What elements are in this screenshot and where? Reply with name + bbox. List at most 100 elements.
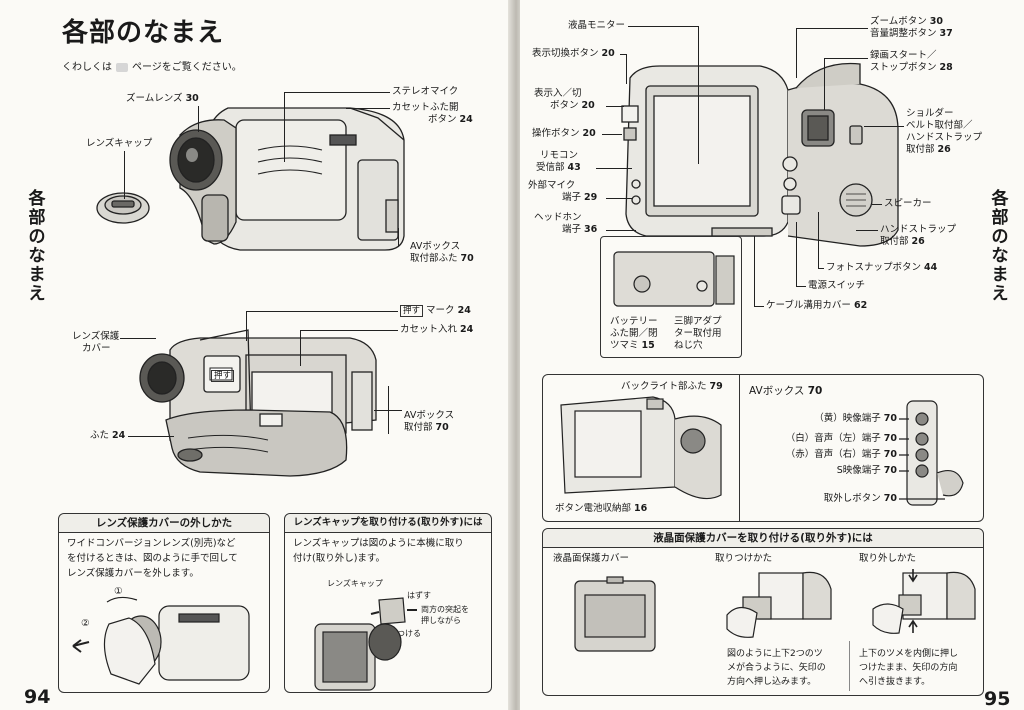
label-hand-strap-mount: ハンドストラップ [880,224,957,235]
label-video-jack: （黄）映像端子 70 [814,413,897,424]
label-remove: はずす [407,591,431,600]
label-lens-protect-cover-2: カバー [82,343,111,354]
camera-open-illustration [139,329,377,477]
label-speaker: スピーカー [884,198,932,209]
remove-instruction-line: 上下のツメを内側に押し [859,649,959,659]
remove-instruction-line: つけたまま、矢印の方向 [859,663,958,673]
inset-battery-frame [600,236,742,358]
panel-title: レンズ保護カバーの外しかた [59,514,269,533]
label-zoom-lens: ズームレンズ 30 [126,93,199,104]
label-shoulder-belt-mount-2: ベルト取付部／ [906,120,973,131]
av-box-illustration [899,400,964,506]
label-operation-button: 操作ボタン 20 [532,128,596,139]
label-av-box-mount: AVボックス [404,410,455,421]
label-lens-protect-cover: レンズ保護 [72,331,120,342]
label-headphone-jack-2: 端子 36 [562,224,598,235]
lcd-cover-illustrations [574,569,976,652]
label-shoulder-belt-mount-4: 取付部 26 [906,144,951,155]
panel-text-line: レンズ保護カバーを外します。 [67,568,199,579]
label-zoom-button: ズームボタン 30 [870,16,943,27]
label-battery-knob-2: ふた開／閉 [610,328,658,339]
label-cable-cover: ケーブル溝用カバー 62 [766,300,868,311]
label-lens-cap-mini: レンズキャップ [327,579,383,588]
camera-front-illustration [96,107,405,251]
label-display-onoff-button: 表示入／切 [534,88,582,99]
label-tripod-hole-2: ター取付用 [674,328,722,339]
label-volume-button: 音量調整ボタン 37 [870,28,953,39]
label-cassette-open-button: カセットふた開 [392,102,459,113]
label-remote-receiver: リモコン [540,150,579,161]
av-box-title: AVボックス 70 [749,385,823,397]
panel-title: レンズキャップを取り付ける(取り外す)には [285,514,491,533]
page-number: 95 [984,688,1011,710]
section-sidebar-label: 各部のなまえ [28,189,46,304]
panel-text-line: ワイドコンバージョンレンズ(別売)など [67,538,236,549]
label-tripod-hole: 三脚アダプ [674,316,722,327]
left-page: 各部のなまえ くわしくはページをご覧ください。 各部のなまえ 94 ズームレンズ… [24,18,492,708]
label-photo-snap-button: フォトスナップボタン 44 [826,262,938,273]
label-button-battery-compartment: ボタン電池収納部 16 [555,503,648,514]
label-record-button: 録画スタート／ [870,50,937,61]
push-badge: 押す [400,305,424,317]
label-how-to-remove: 取り外しかた [859,553,917,564]
label-s-video-jack: S映像端子 70 [836,465,897,476]
label-display-switch-button: 表示切換ボタン 20 [532,48,615,59]
label-ext-mic-jack: 外部マイク [528,180,576,191]
panel-text-line: 付け(取り外し)ます。 [293,553,385,564]
panel-lcd-protect-cover: 液晶面保護カバーを取り付ける(取り外す)には 液晶面保護カバー 取りつけかた 取… [542,528,984,696]
attach-instruction-line: メが合うように、矢印の [727,663,826,673]
label-power-switch: 電源スイッチ [808,280,866,291]
panel-title: 液晶面保護カバーを取り付ける(取り外す)には [543,529,983,548]
label-tripod-hole-3: ねじ穴 [674,340,703,351]
camera-rear-illustration [621,62,899,247]
label-headphone-jack: ヘッドホン [534,212,582,223]
label-ext-mic-jack-2: 端子 29 [562,192,598,203]
label-release-button: 取外しボタン 70 [823,493,897,504]
label-lcd-cover: 液晶面保護カバー [553,553,630,564]
page-title: 各部のなまえ [62,18,225,48]
panel-lens-cover-removal: レンズ保護カバーの外しかた ワイドコンバージョンレンズ(別売)など を付けるとき… [58,513,270,693]
label-av-box-cover: AVボックス [410,241,461,252]
label-lcd-monitor: 液晶モニター [568,20,626,31]
label-record-button-2: ストップボタン 28 [870,62,953,73]
page-number: 94 [24,686,51,708]
label-cassette-slot: カセット入れ 24 [400,324,474,335]
label-av-box-mount-2: 取付部 70 [404,422,449,433]
lens-cover-removal-illustration [72,596,250,685]
panel-text-line: レンズキャップは図のように本機に取り [293,538,464,549]
label-shoulder-belt-mount: ショルダー [906,108,954,119]
label-push-on-lid: 押す [211,370,235,382]
label-remote-receiver-2: 受信部 43 [536,162,581,173]
step-2-marker: ② [81,618,90,629]
attach-instruction-line: 方向へ押し込みます。 [727,677,817,687]
label-audio-right-jack: （赤）音声（右）端子 70 [785,449,897,460]
label-shoulder-belt-mount-3: ハンドストラップ [906,132,983,143]
section-sidebar-label: 各部のなまえ [991,189,1009,304]
panel-text-line: を付けるときは、図のように手で回して [67,553,238,564]
label-press-both: 両方の突起を [421,605,469,614]
remove-instruction-line: へ引き抜きます。 [859,677,931,687]
label-battery-knob-3: ツマミ 15 [610,340,655,351]
label-push-mark: 押す マーク 24 [400,305,471,317]
label-lens-cap: レンズキャップ [86,138,153,149]
lens-cap-attach-illustration [314,597,417,691]
panel-lens-cap-attach: レンズキャップを取り付ける(取り外す)には レンズキャップは図のように本機に取り… [284,513,492,693]
label-lid: ふた 24 [90,430,126,441]
label-display-onoff-button-2: ボタン 20 [550,100,595,111]
label-how-to-attach: 取りつけかた [715,553,773,564]
label-av-box-cover-2: 取付部ふた 70 [410,253,474,264]
right-page: 各部のなまえ 95 液晶モニター 表示切換ボタン 20 表示 [520,0,1024,710]
attach-instruction-line: 図のように上下2つのツ [727,649,823,659]
step-1-marker: ① [114,586,123,597]
camera-backlight-illustration [560,396,722,500]
label-audio-left-jack: （白）音声（左）端子 70 [785,433,897,444]
label-battery-knob: バッテリー [610,316,658,327]
label-backlight-cover: バックライト部ふた 79 [621,381,723,392]
camera-bottom-illustration [613,251,735,307]
label-hand-strap-mount-2: 取付部 26 [880,236,925,247]
label-stereo-mic: ステレオマイク [392,86,459,97]
label-press-both-2: 押しながら [421,616,461,625]
label-attach: つける [397,629,421,638]
panel-backlight-and-av-box: バックライト部ふた 79 ボタン電池収納部 16 AVボックス 70 （黄）映像… [542,374,984,522]
label-cassette-open-button-2: ボタン 24 [428,114,473,125]
